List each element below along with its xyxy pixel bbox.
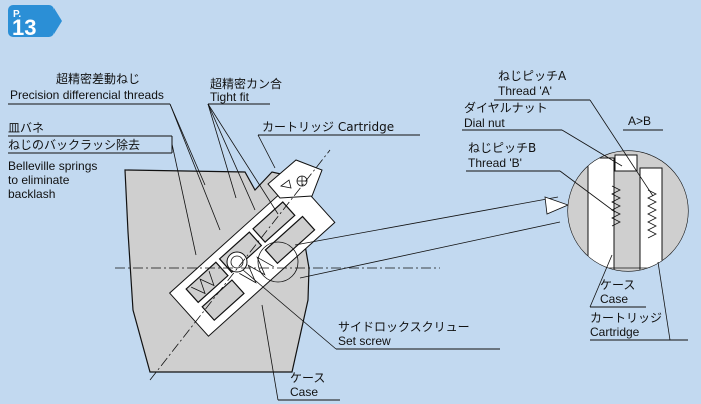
detail-dial-nut xyxy=(614,154,638,172)
leader-lines xyxy=(8,103,500,401)
leader-spring xyxy=(171,143,197,256)
leader-dial xyxy=(561,129,623,167)
detail-case-wall xyxy=(587,157,615,271)
label-precision-jp: 超精密差動ねじ xyxy=(56,71,140,86)
diagonal-centerline xyxy=(149,149,331,381)
page-badge: P. 13 xyxy=(8,5,62,40)
label-tight-en: Tight fit xyxy=(210,90,250,104)
label-cartridge-main: カートリッジ Cartridge xyxy=(262,120,394,134)
leader-thread-a xyxy=(589,99,654,197)
inner-block-5 xyxy=(264,215,316,265)
leader-tight-2 xyxy=(207,103,256,211)
spring-1 xyxy=(239,256,274,284)
thread-a-profile xyxy=(647,189,657,239)
label-case-detail-jp: ケース xyxy=(600,278,635,292)
label-spring-en1: Belleville springs xyxy=(8,159,97,173)
inner-block-4 xyxy=(201,279,245,322)
detail-view xyxy=(567,150,689,272)
cartridge-slot xyxy=(168,178,336,337)
detail-leader-lines xyxy=(462,99,688,341)
leader-tight-3 xyxy=(207,103,279,215)
leader-precision-1 xyxy=(169,103,206,186)
page-badge-prefix: P. xyxy=(13,9,21,20)
leader-setscrew xyxy=(242,269,337,350)
label-thread-a-en: Thread 'A' xyxy=(498,84,552,98)
label-cartridge-detail-en: Cartridge xyxy=(590,325,640,339)
label-spring-en3: backlash xyxy=(8,187,55,201)
label-precision-en: Precision differencial threads xyxy=(10,88,164,102)
projection-line-top xyxy=(294,196,559,246)
label-case-main-jp: ケース xyxy=(290,371,325,385)
label-cartridge-detail-jp: カートリッジ xyxy=(590,311,662,325)
label-dial-jp: ダイヤルナット xyxy=(464,100,548,115)
leader-cartridge xyxy=(257,134,276,169)
label-thread-a-jp: ねじピッチA xyxy=(498,69,567,83)
cutter-head xyxy=(267,159,323,199)
case-body xyxy=(124,159,336,373)
label-tight-jp: 超精密カン合 xyxy=(210,76,282,91)
label-setscrew-jp: サイドロックスクリュー xyxy=(338,320,470,334)
leader-precision-2 xyxy=(169,103,221,231)
leader-case-detail xyxy=(589,254,613,308)
labels: 超精密差動ねじ Precision differencial threads 超… xyxy=(8,69,662,399)
leader-thread-b xyxy=(559,170,616,213)
projection-line-bottom xyxy=(299,221,561,279)
label-thread-b-en: Thread 'B' xyxy=(468,156,522,170)
label-spring-jp2: ねじのバックラッシ除去 xyxy=(8,137,140,152)
spring-2 xyxy=(191,270,215,295)
detail-cartridge-wall xyxy=(639,167,663,271)
cutter-tip xyxy=(280,179,292,189)
page-badge-arrow-icon xyxy=(54,8,62,34)
label-ab-relation: A>B xyxy=(628,114,651,128)
page-badge-number: 13 xyxy=(12,15,36,40)
leader-cartridge-detail xyxy=(657,261,671,341)
thread-b-profile xyxy=(611,185,621,227)
leader-case-main xyxy=(261,304,279,401)
projection-arrow-icon xyxy=(544,196,570,215)
leader-tight-1 xyxy=(207,103,237,199)
label-spring-jp1: 皿バネ xyxy=(8,121,44,135)
label-dial-en: Dial nut xyxy=(464,116,505,130)
label-case-main-en: Case xyxy=(290,385,318,399)
page-badge-box xyxy=(8,5,54,37)
set-screw-circle xyxy=(226,251,248,273)
label-case-detail-en: Case xyxy=(600,292,628,306)
label-setscrew-en: Set screw xyxy=(338,334,391,348)
label-thread-b-jp: ねじピッチB xyxy=(468,141,536,155)
label-spring-en2: to eliminate xyxy=(8,173,70,187)
dial-outline xyxy=(257,241,299,283)
